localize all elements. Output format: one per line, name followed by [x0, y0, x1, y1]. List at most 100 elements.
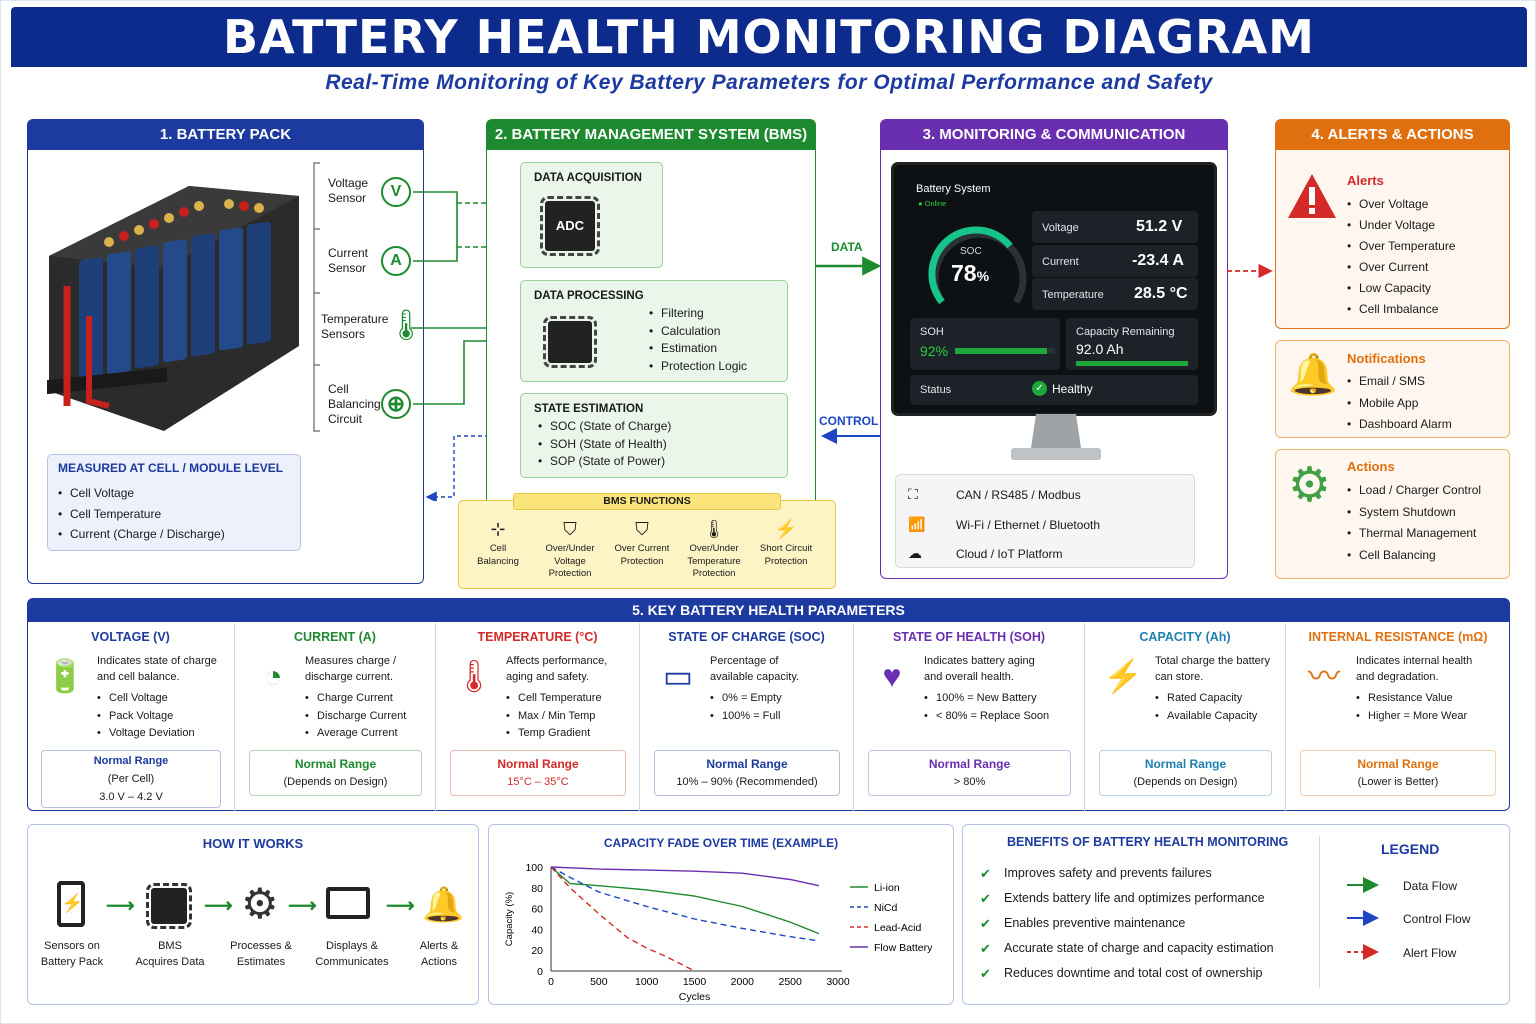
parameter-column: STATE OF HEALTH (SOH) ♥ Indicates battery …	[854, 623, 1085, 811]
wifi-icon: 📶	[908, 516, 926, 532]
step-sensors-icon: ⚡	[57, 881, 85, 927]
parameter-title: TEMPERATURE (°C)	[477, 630, 598, 644]
short-circuit-icon: ⚡	[774, 519, 798, 539]
normal-range-box: Normal Range(Lower is Better)	[1300, 750, 1496, 796]
benefit-item: Reduces downtime and total cost of owner…	[978, 961, 1274, 986]
step-bms-icon	[146, 883, 192, 929]
action-item: Load / Charger Control	[1347, 480, 1481, 502]
parameter-column: CURRENT (A)◔Measures charge / discharge …	[235, 623, 436, 811]
bms-functions-title: BMS FUNCTIONS	[513, 493, 781, 510]
capacity-chart-panel	[488, 824, 954, 1005]
parameter-column: TEMPERATURE (°C) 🌡 Affects performance, ag…	[436, 623, 640, 811]
comm-item-can: ⛶CAN / RS485 / Modbus	[908, 486, 1081, 502]
normal-range-box: Normal Range(Depends on Design)	[249, 750, 422, 796]
measured-item: Current (Charge / Discharge)	[58, 524, 300, 545]
parameter-item: Temp Gradient	[506, 725, 602, 743]
battery-pack-illustration	[47, 186, 299, 431]
estimation-item: SOH (State of Health)	[538, 436, 787, 454]
y-tick-label: 80	[531, 883, 543, 895]
alert-item: Over Voltage	[1347, 194, 1456, 215]
step-arrow: ⟶	[386, 895, 415, 917]
parameters-header: 5. KEY BATTERY HEALTH PARAMETERS	[28, 599, 1509, 622]
action-item: Cell Balancing	[1347, 545, 1481, 567]
notifications-list: Email / SMS Mobile App Dashboard Alarm	[1347, 371, 1452, 436]
bms-monitor-arrows	[815, 256, 883, 444]
current-sensor-icon: A	[381, 246, 411, 276]
legend-entry: Flow Battery	[874, 942, 933, 954]
adc-chip-icon: ADC	[540, 196, 600, 256]
parameter-title: STATE OF HEALTH (SOH)	[892, 630, 1046, 644]
step-alert-icon: 🔔	[422, 886, 465, 924]
monitoring-header: 3. MONITORING & COMMUNICATION	[881, 120, 1227, 150]
legend-entry: Lead-Acid	[874, 922, 921, 934]
x-tick-label: 500	[590, 976, 608, 988]
measured-item: Cell Voltage	[58, 483, 300, 504]
estimation-item: SOC (State of Charge)	[538, 418, 787, 436]
legend-divider	[1319, 837, 1320, 987]
processing-item: Calculation	[649, 323, 747, 341]
benefits-title: BENEFITS OF BATTERY HEALTH MONITORING	[1007, 835, 1289, 849]
alerts-header: 4. ALERTS & ACTIONS	[1276, 120, 1509, 150]
step-label: Displays & Communicates	[315, 940, 389, 968]
parameter-item: Pack Voltage	[97, 708, 195, 726]
x-tick-label: 3000	[826, 976, 850, 988]
series-line	[550, 866, 820, 935]
state-estimation-title: STATE ESTIMATION	[534, 403, 644, 415]
measured-item: Cell Temperature	[58, 504, 300, 525]
balancing-icon: ⊹	[490, 519, 506, 539]
bms-functions-box: BMS FUNCTIONS ⊹Cell Balancing ⛉Over/Unde…	[458, 493, 836, 589]
data-flow-label: DATA	[831, 240, 863, 254]
soh-bar	[955, 348, 1047, 354]
network-icon: ⛶	[908, 486, 918, 502]
parameter-item: Charge Current	[305, 690, 406, 708]
parameter-description: Indicates internal health and degradatio…	[1356, 655, 1473, 683]
notifications-title: Notifications	[1347, 351, 1426, 366]
sensor-brackets	[313, 162, 320, 432]
alert-item: Under Voltage	[1347, 215, 1456, 236]
legend-entry: NiCd	[874, 902, 897, 914]
parameter-column: STATE OF CHARGE (SOC)▭Percentage of avai…	[640, 623, 854, 811]
current-sensor-label: Current Sensor	[328, 246, 369, 275]
data-processing-title: DATA PROCESSING	[534, 290, 644, 302]
alert-item: Over Current	[1347, 257, 1456, 278]
action-item: Thermal Management	[1347, 523, 1481, 545]
parameter-icon: 〰	[1307, 658, 1340, 694]
cell-balancing-icon: ⊕	[381, 389, 411, 419]
comm-item-wifi: 📶Wi-Fi / Ethernet / Bluetooth	[908, 516, 1101, 532]
soc-gauge	[928, 226, 1027, 305]
y-tick-label: 60	[531, 904, 543, 916]
how-it-works-panel: HOW IT WORKS	[27, 824, 479, 1005]
step-display-icon	[326, 887, 370, 919]
parameter-title: CAPACITY (Ah)	[1139, 630, 1231, 644]
processing-list: Filtering Calculation Estimation Protect…	[649, 305, 747, 375]
action-item: System Shutdown	[1347, 502, 1481, 524]
parameter-icon: ♥	[882, 658, 902, 694]
alerts-panel: 4. ALERTS & ACTIONS Alerts Over Voltage …	[1275, 119, 1510, 329]
system-title: Battery System	[916, 183, 991, 195]
legend-arrows	[1347, 877, 1379, 960]
parameter-description: Indicates battery aging and overall heal…	[924, 655, 1035, 683]
control-flow-label: CONTROL	[819, 414, 879, 428]
legend-alert-flow: Alert Flow	[1403, 946, 1457, 960]
parameter-description: Affects performance, aging and safety.	[506, 655, 608, 683]
fn-voltage-protection: ⛉Over/Under Voltage Protection	[535, 515, 605, 581]
benefits-list: Improves safety and prevents failures Ex…	[978, 861, 1274, 986]
parameter-item: Available Capacity	[1155, 708, 1257, 726]
processing-item: Protection Logic	[649, 358, 747, 376]
parameter-icon: 🌡	[453, 658, 495, 694]
temperature-sensor-label: Temperature Sensors	[321, 312, 389, 341]
fn-temperature-protection: 🌡Over/Under Temperature Protection	[679, 515, 749, 581]
step-arrow: ⟶	[204, 895, 233, 917]
parameter-list: 100% = New Battery< 80% = Replace Soon	[924, 690, 1049, 725]
parameter-item: 0% = Empty	[710, 690, 782, 708]
parameters-panel: 5. KEY BATTERY HEALTH PARAMETERS	[27, 598, 1510, 811]
comm-box: ⛶CAN / RS485 / Modbus 📶Wi-Fi / Ethernet …	[895, 474, 1195, 568]
step-label: Alerts & Actions	[419, 940, 459, 968]
series-line	[550, 866, 819, 942]
parameter-description: Measures charge / discharge current.	[305, 655, 397, 683]
series-line	[550, 866, 695, 972]
fn-cell-balancing: ⊹Cell Balancing	[463, 515, 533, 581]
